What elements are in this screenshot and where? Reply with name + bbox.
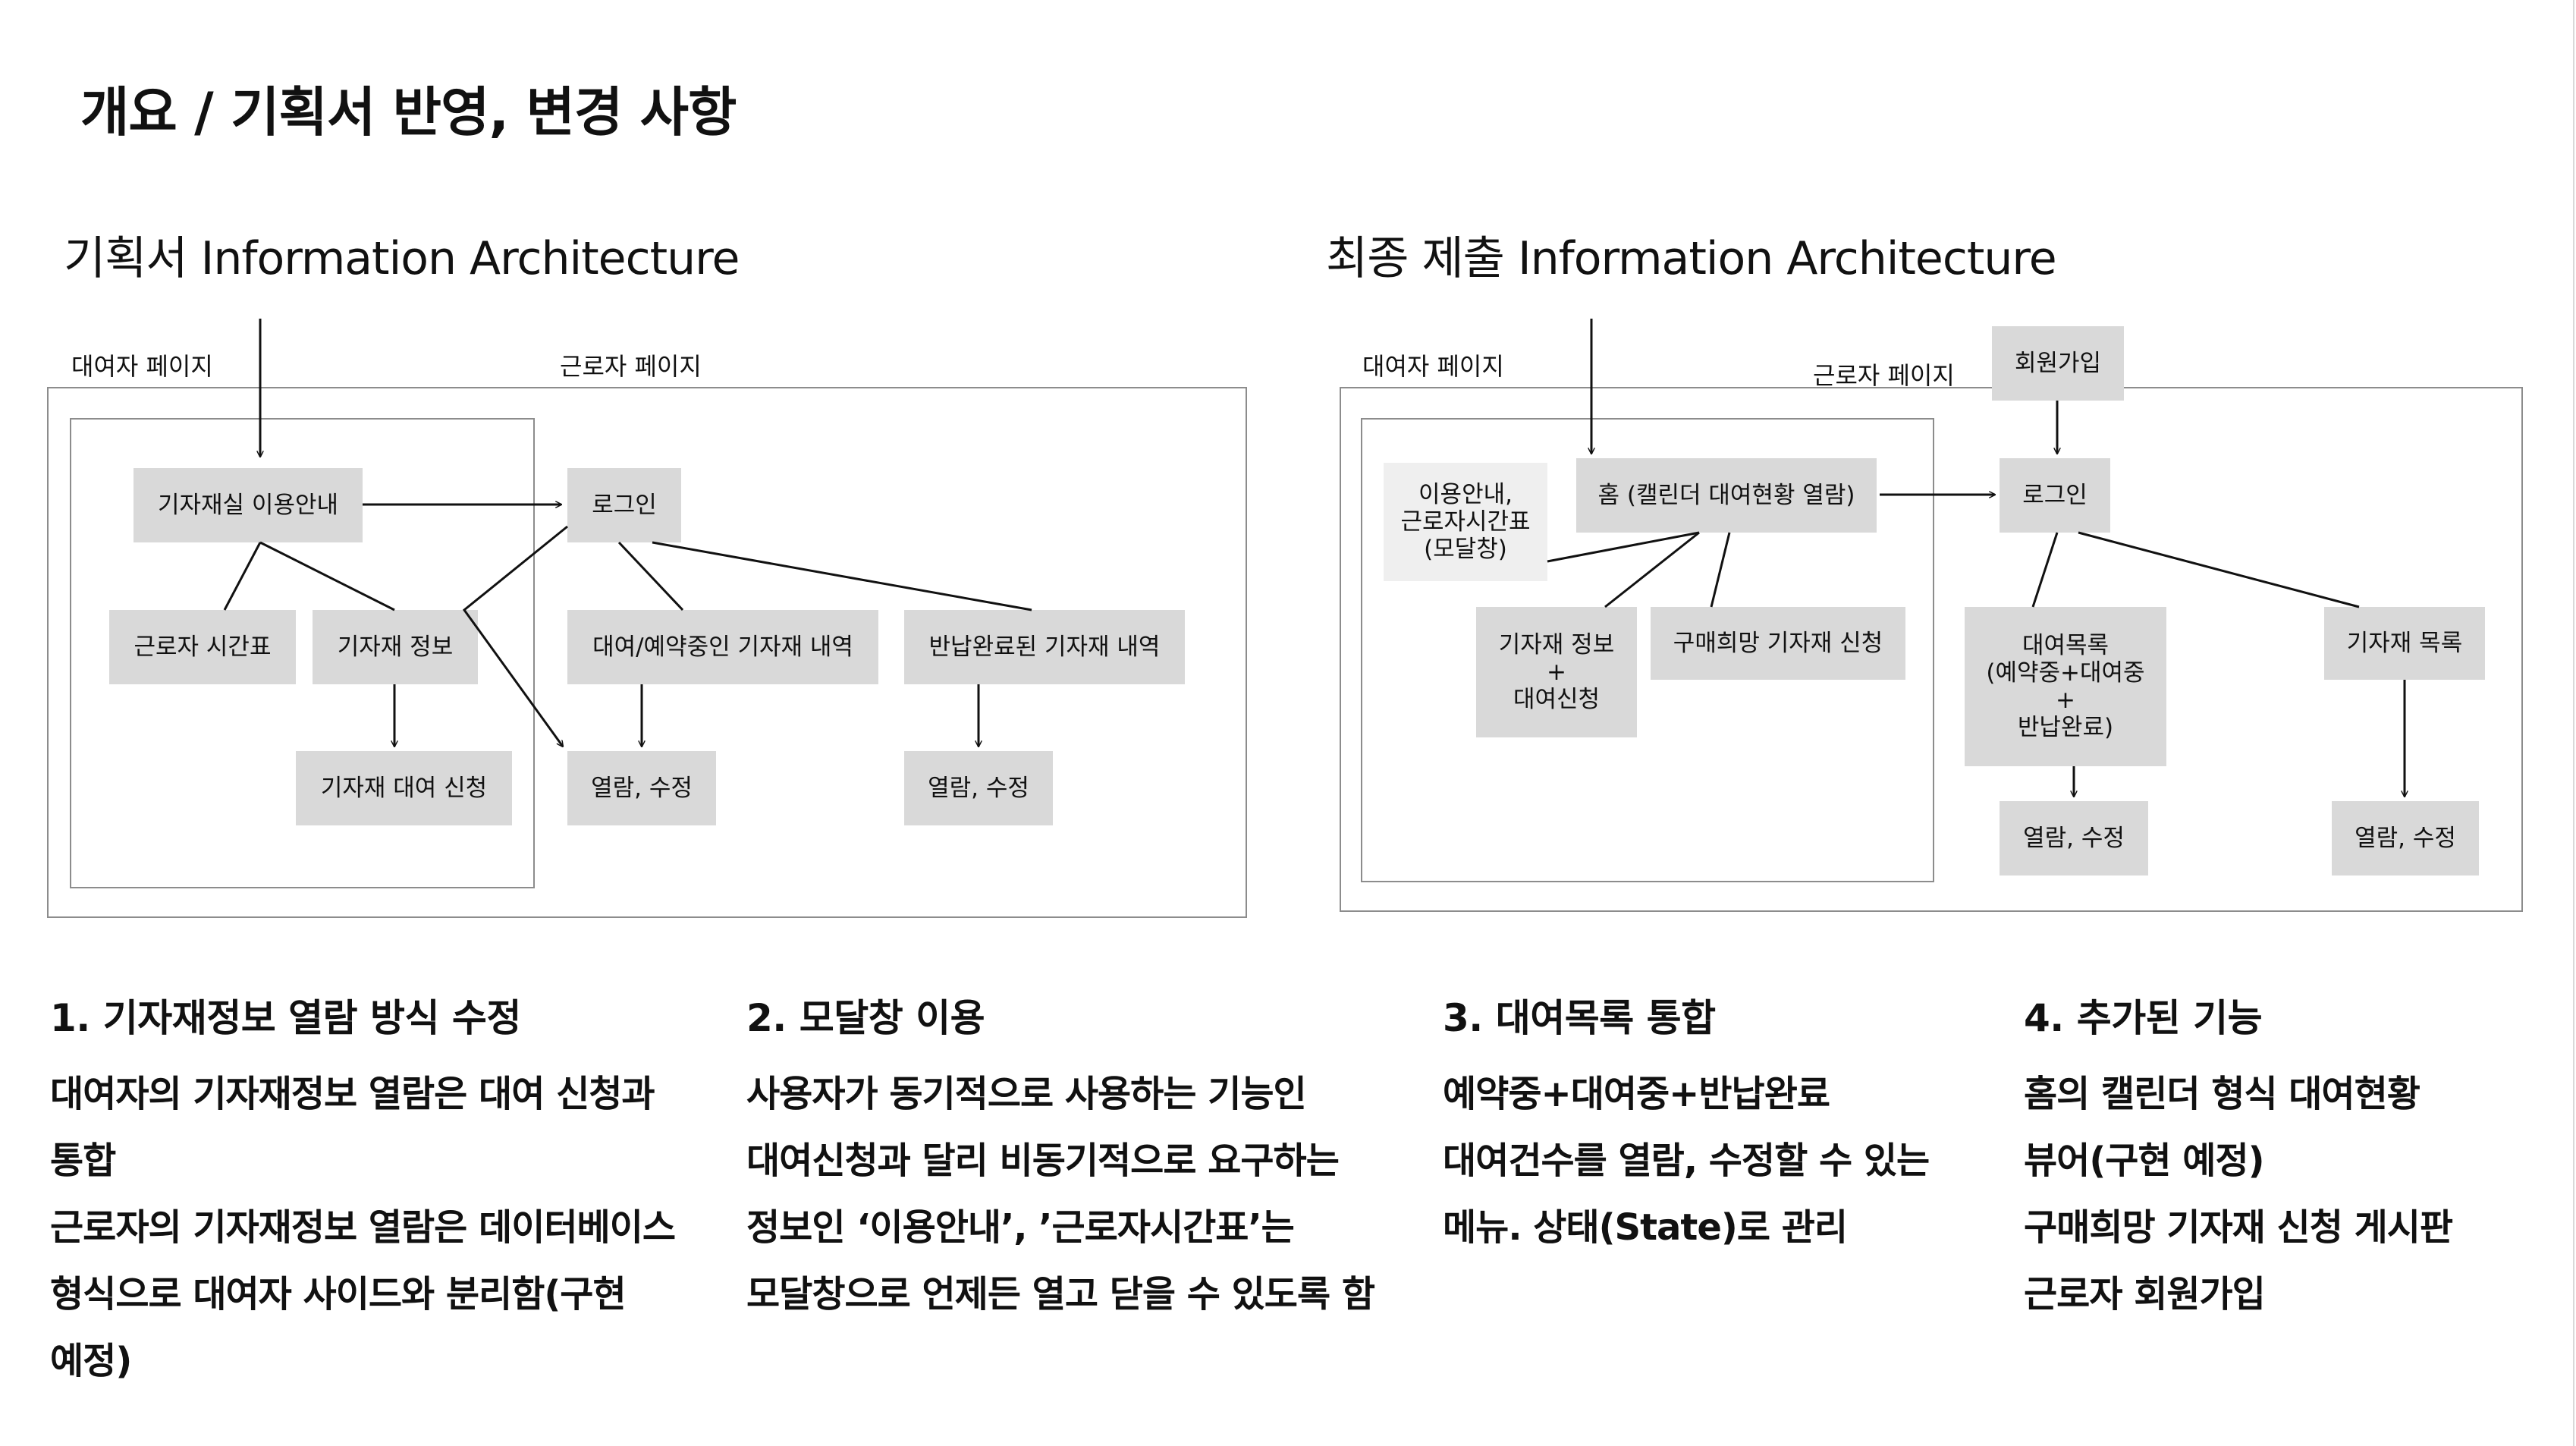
planned-rent-request-node: 기자재 대여 신청 [296, 751, 512, 825]
note-4-title: 4. 추가된 기능 [2024, 996, 2263, 1040]
final-signup-node: 회원가입 [1992, 326, 2124, 401]
planned-guide-to-equipment-line [259, 541, 395, 611]
note-4-line-4: 근로자 회원가입 [2024, 1273, 2266, 1316]
note-1-line-3: 근로자의 기자재정보 열람은 데이터베이스 [50, 1206, 676, 1249]
final-purchase-request-node: 구매희망 기자재 신청 [1651, 607, 1905, 680]
final-equipment-list-node: 기자재 목록 [2324, 607, 2485, 680]
note-2-line-3: 정보인 ‘이용안내’, ’근로자시간표’는 [746, 1206, 1295, 1249]
planned-outer-frame [47, 387, 1247, 918]
note-4: 4. 추가된 기능 홈의 캘린더 형식 대여현황 뷰어(구현 예정) 구매희망 … [2024, 994, 2453, 1328]
page-title: 개요 / 기획서 반영, 변경 사항 [80, 81, 737, 143]
planned-view-edit-node-2: 열람, 수정 [904, 751, 1053, 825]
final-home-to-equipment-line [1604, 531, 1700, 608]
note-1-line-5: 예정) [50, 1340, 132, 1382]
planned-guide-to-timetable-line [223, 542, 262, 611]
final-view-edit-node-2: 열람, 수정 [2332, 801, 2479, 875]
planned-login-to-history-line [617, 541, 684, 611]
final-home-node: 홈 (캘린더 대여현황 열람) [1576, 458, 1877, 533]
planned-login-to-returned-line [652, 541, 1032, 611]
final-lender-page-label: 대여자 페이지 [1362, 352, 1504, 381]
planned-returned-history-node: 반납완료된 기자재 내역 [904, 610, 1185, 684]
planned-worker-page-label: 근로자 페이지 [560, 352, 702, 381]
note-2-title: 2. 모달창 이용 [746, 996, 985, 1040]
note-1-line-4: 형식으로 대여자 사이드와 분리함(구현 [50, 1273, 627, 1316]
note-4-line-3: 구매희망 기자재 신청 게시판 [2024, 1206, 2453, 1249]
note-4-line-2: 뷰어(구현 예정) [2024, 1140, 2265, 1182]
note-3: 3. 대여목록 통합 예약중+대여중+반납완료 대여건수를 열람, 수정할 수 … [1443, 994, 1930, 1261]
planned-rent-history-node: 대여/예약중인 기자재 내역 [567, 610, 878, 684]
note-1-line-1: 대여자의 기자재정보 열람은 대여 신청과 [50, 1073, 655, 1115]
planned-timetable-node: 근로자 시간표 [109, 610, 296, 684]
final-login-node: 로그인 [2000, 458, 2110, 533]
right-edge-line [2573, 0, 2574, 1446]
note-4-line-1: 홈의 캘린더 형식 대여현황 [2024, 1073, 2420, 1115]
final-equipment-info-node: 기자재 정보 + 대여신청 [1476, 607, 1637, 737]
note-2-line-2: 대여신청과 달리 비동기적으로 요구하는 [746, 1140, 1340, 1182]
note-2-line-1: 사용자가 동기적으로 사용하는 기능인 [746, 1073, 1307, 1115]
note-1: 1. 기자재정보 열람 방식 수정 대여자의 기자재정보 열람은 대여 신청과 … [50, 994, 676, 1394]
planned-ia-title: 기획서 Information Architecture [64, 232, 740, 285]
note-1-title: 1. 기자재정보 열람 방식 수정 [50, 996, 521, 1040]
planned-equipment-info-node: 기자재 정보 [313, 610, 478, 684]
final-outer-frame [1340, 387, 2523, 912]
final-lender-frame [1361, 418, 1934, 882]
final-login-to-rent-list-line [2031, 532, 2059, 608]
final-rent-list-node: 대여목록 (예약중+대여중 + 반납완료) [1965, 607, 2166, 766]
final-view-edit-node-1: 열람, 수정 [2000, 801, 2148, 875]
final-modal-to-home-line [1547, 531, 1700, 563]
planned-login-to-view-edit-arrow [462, 525, 568, 747]
final-worker-page-label: 근로자 페이지 [1813, 361, 1955, 390]
final-modal-node: 이용안내, 근로자시간표 (모달창) [1384, 463, 1547, 581]
note-3-line-3: 메뉴. 상태(State)로 관리 [1443, 1206, 1848, 1249]
note-3-line-2: 대여건수를 열람, 수정할 수 있는 [1443, 1140, 1930, 1182]
planned-lender-frame [70, 418, 535, 888]
planned-login-node: 로그인 [567, 468, 681, 542]
final-ia-title: 최종 제출 Information Architecture [1326, 232, 2057, 285]
planned-view-edit-node-1: 열람, 수정 [567, 751, 716, 825]
planned-lender-page-label: 대여자 페이지 [71, 352, 213, 381]
note-2: 2. 모달창 이용 사용자가 동기적으로 사용하는 기능인 대여신청과 달리 비… [746, 994, 1375, 1328]
final-home-to-purchase-line [1710, 532, 1731, 608]
planned-guide-node: 기자재실 이용안내 [134, 468, 363, 542]
final-login-to-equipment-list-line [2078, 531, 2360, 608]
note-2-line-4: 모달창으로 언제든 열고 닫을 수 있도록 함 [746, 1273, 1375, 1316]
note-3-title: 3. 대여목록 통합 [1443, 996, 1716, 1040]
note-1-line-2: 통합 [50, 1140, 116, 1182]
note-3-line-1: 예약중+대여중+반납완료 [1443, 1073, 1830, 1115]
